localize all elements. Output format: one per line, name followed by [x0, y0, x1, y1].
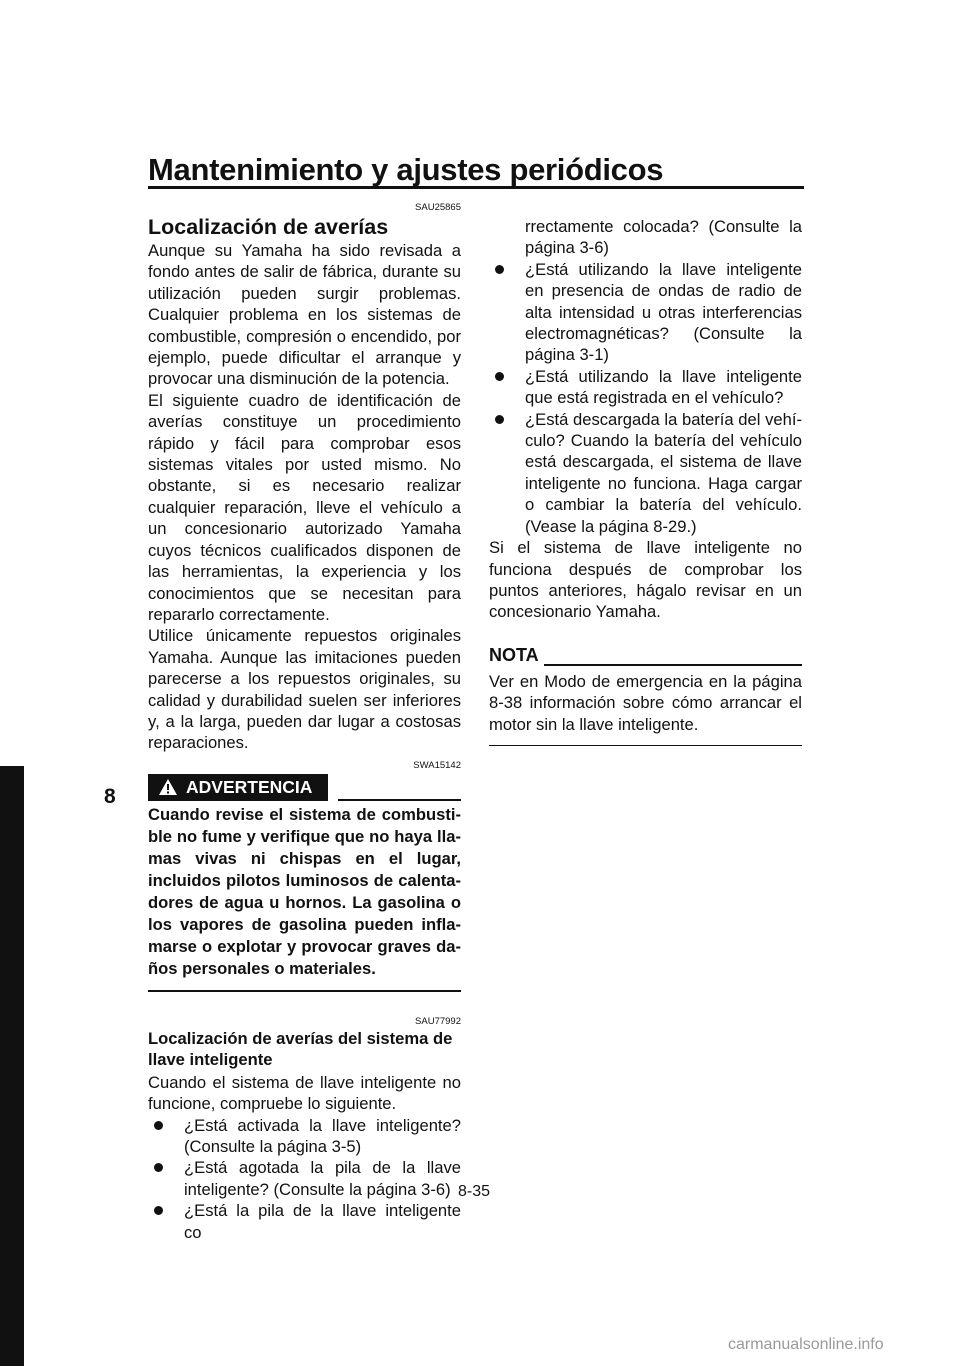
warning-bottom-rule	[148, 989, 461, 992]
warning-code: SWA15142	[413, 759, 461, 771]
page-title: Mantenimiento y ajustes periódicos	[148, 152, 664, 187]
note-text: Ver en Modo de emergencia en la página 8…	[489, 671, 802, 734]
section-code: SAU25865	[415, 202, 461, 213]
left-column: SAU25865 Localización de averías Aunque …	[148, 202, 461, 1243]
warning-header: ADVERTENCIA	[148, 773, 461, 804]
check-list: ¿Está activada la llave inteligente? (Co…	[148, 1115, 461, 1243]
list-item: ¿Está la pila de la llave inteligente co…	[148, 1200, 461, 1243]
warning-badge: ADVERTENCIA	[148, 773, 328, 801]
chapter-number: 8	[104, 785, 116, 808]
list-item: ¿Está descargada la batería del vehí­cul…	[489, 409, 802, 537]
warning-rule	[338, 798, 461, 801]
note-bottom-rule	[489, 744, 802, 747]
note-header: NOTA	[489, 645, 802, 671]
list-item: ¿Está utilizando la llave inteligente qu…	[489, 366, 802, 409]
note-rule	[544, 664, 802, 666]
warning-triangle-icon	[159, 779, 177, 796]
paragraph: Utilice únicamente repuestos originales …	[148, 626, 461, 753]
paragraph: El siguiente cuadro de identificación de…	[148, 390, 461, 624]
paragraph: Aunque su Yamaha ha sido revisada a fon­…	[148, 241, 461, 389]
subsection-code: SAU77992	[415, 1015, 461, 1027]
paragraph: Cuando el sistema de llave inteligente n…	[148, 1072, 461, 1114]
list-item: ¿Está utilizando la llave inteligente en…	[489, 259, 802, 366]
right-column: rrectamente colocada? (Consulte la págin…	[489, 216, 802, 747]
list-item: ¿Está activada la llave inteligente? (Co…	[148, 1115, 461, 1158]
page-number: 8-35	[458, 1183, 491, 1200]
warning-text: Cuando revise el sistema de combusti­ble…	[148, 804, 461, 978]
title-rule	[148, 186, 804, 189]
warning-label: ADVERTENCIA	[186, 776, 313, 797]
subsection-heading: Localización de averías del sistema de l…	[148, 1028, 453, 1069]
note-label: NOTA	[489, 644, 539, 665]
list-item: ¿Está agotada la pila de la llave inteli…	[148, 1157, 461, 1200]
paragraph: Si el sistema de llave inteligente no fu…	[489, 538, 802, 622]
chapter-tab	[0, 766, 24, 1366]
watermark: carmanualsonline.info	[728, 1336, 884, 1353]
check-list-continued: rrectamente colocada? (Consulte la págin…	[489, 216, 802, 537]
list-item: rrectamente colocada? (Consulte la págin…	[525, 217, 802, 258]
section-heading: Localización de averías	[148, 215, 389, 239]
